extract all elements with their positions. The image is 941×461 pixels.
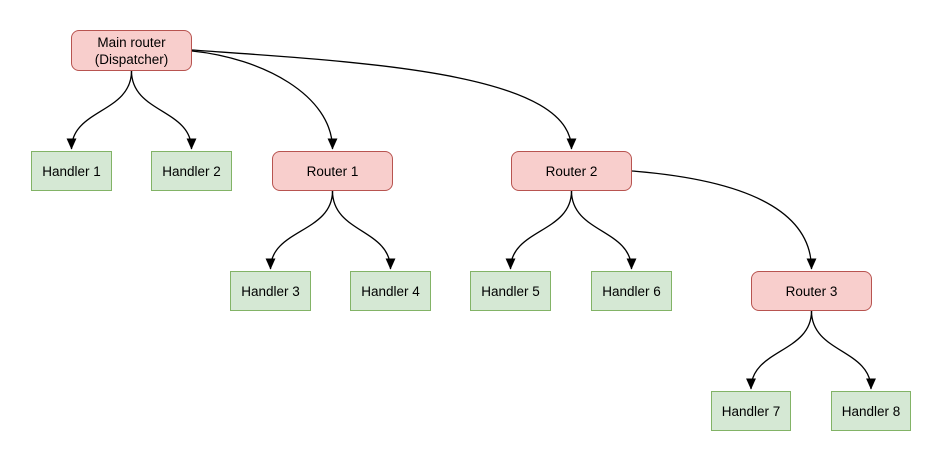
node-handler-3: Handler 3 bbox=[230, 271, 311, 311]
node-handler-5: Handler 5 bbox=[470, 271, 551, 311]
edge-router-2-to-router-3 bbox=[631, 170, 817, 270]
edge-main-router-to-handler-1 bbox=[66, 70, 133, 150]
edge-router-3-to-handler-8 bbox=[810, 310, 876, 390]
node-router-2: Router 2 bbox=[511, 151, 632, 191]
node-router-1: Router 1 bbox=[272, 151, 393, 191]
edge-main-router-to-handler-2 bbox=[130, 70, 197, 150]
edge-router-1-to-handler-4 bbox=[331, 190, 396, 270]
node-main-router: Main router (Dispatcher) bbox=[71, 30, 192, 71]
node-handler-6: Handler 6 bbox=[591, 271, 672, 311]
node-handler-1: Handler 1 bbox=[31, 151, 112, 191]
node-handler-8: Handler 8 bbox=[831, 391, 911, 431]
node-router-3: Router 3 bbox=[751, 271, 872, 311]
edge-router-3-to-handler-7 bbox=[746, 310, 813, 390]
edge-main-router-to-router-1 bbox=[191, 50, 338, 150]
node-handler-7: Handler 7 bbox=[711, 391, 791, 431]
edge-main-router-to-router-2 bbox=[191, 49, 577, 150]
node-handler-2: Handler 2 bbox=[151, 151, 232, 191]
node-handler-4: Handler 4 bbox=[350, 271, 431, 311]
edge-router-1-to-handler-3 bbox=[265, 190, 334, 270]
edge-router-2-to-handler-5 bbox=[505, 190, 573, 270]
edge-router-2-to-handler-6 bbox=[570, 190, 637, 270]
